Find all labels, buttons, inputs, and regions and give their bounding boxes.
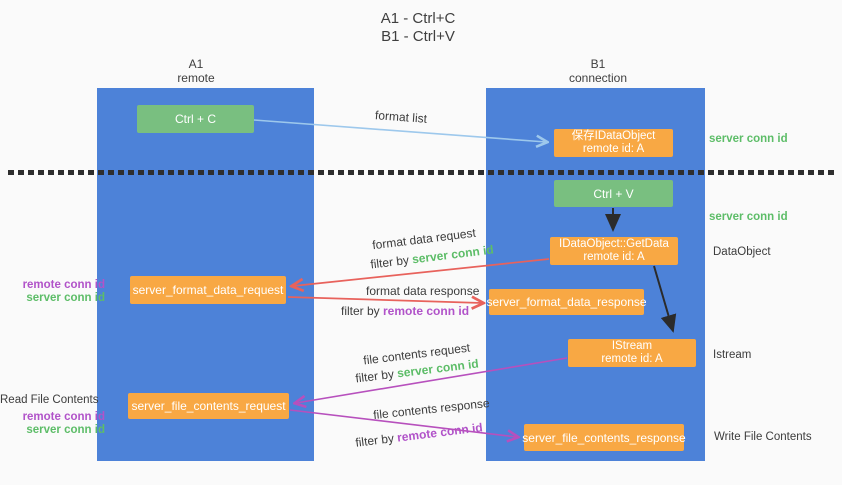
filter-by-remote-conn-id-2: filter by remote conn id xyxy=(355,420,484,449)
file-contents-response-label: file contents response xyxy=(372,395,491,423)
left-server-conn-id-1: server conn id xyxy=(26,292,105,304)
left-remote-conn-id-2: remote conn id xyxy=(22,411,105,423)
filter2-id: remote conn id xyxy=(383,304,470,318)
machine-boundary-dotted-line xyxy=(8,170,838,175)
istream-side-label: Istream xyxy=(713,349,752,361)
ctrl-v-label: Ctrl + V xyxy=(593,186,634,201)
istream-line2: remote id: A xyxy=(601,353,663,365)
save-idataobject-line2: remote id: A xyxy=(582,143,645,155)
save-idataobject-line1: 保存IDataObject xyxy=(571,129,656,142)
right-server-conn-id-mid: server conn id xyxy=(709,211,788,223)
server-format-data-request-label: server_format_data_request xyxy=(132,283,284,297)
filter-by-remote-conn-id-1: filter by remote conn id xyxy=(341,304,469,318)
read-file-contents-label: Read File Contents xyxy=(0,394,99,406)
server-file-contents-response-box: server_file_contents_response xyxy=(522,424,686,451)
ctrl-v-box: Ctrl + V xyxy=(554,180,673,207)
title-line-1: A1 - Ctrl+C xyxy=(380,10,456,27)
istream-box: IStream remote id: A xyxy=(568,339,696,367)
lane-header-a1: A1 remote xyxy=(136,57,256,85)
ctrl-c-box: Ctrl + C xyxy=(137,105,254,133)
title-line-2: B1 - Ctrl+V xyxy=(381,28,455,45)
left-remote-conn-id-1: remote conn id xyxy=(22,279,105,291)
server-file-contents-request-box: server_file_contents_request xyxy=(128,393,289,419)
lane-a1-name: A1 xyxy=(188,57,204,71)
server-file-contents-request-label: server_file_contents_request xyxy=(131,399,286,413)
format-list-label: format list xyxy=(374,108,428,126)
format-data-response-label: format data response xyxy=(366,284,480,298)
left-server-conn-id-2: server conn id xyxy=(26,424,105,436)
filter1-prefix: filter by xyxy=(369,252,414,272)
dataobject-label: DataObject xyxy=(713,246,771,258)
filter4-id: remote conn id xyxy=(396,420,484,445)
write-file-contents-label: Write File Contents xyxy=(714,431,812,443)
right-server-conn-id-top: server conn id xyxy=(709,133,788,145)
lane-header-b1: B1 connection xyxy=(538,57,658,85)
filter4-prefix: filter by xyxy=(354,430,399,450)
lane-b1-name: B1 xyxy=(590,57,606,71)
lane-b1-role: connection xyxy=(568,71,628,85)
istream-line1: IStream xyxy=(611,339,653,352)
server-file-contents-response-label: server_file_contents_response xyxy=(522,430,686,445)
save-idataobject-box: 保存IDataObject remote id: A xyxy=(554,129,673,157)
filter3-prefix: filter by xyxy=(354,366,399,386)
getdata-line2: remote id: A xyxy=(583,251,645,263)
lane-a1-role: remote xyxy=(177,71,215,85)
filter2-prefix: filter by xyxy=(341,304,384,318)
server-format-data-response-box: server_format_data_response xyxy=(486,289,647,315)
getdata-line1: IDataObject::GetData xyxy=(559,237,669,250)
idataobject-getdata-box: IDataObject::GetData remote id: A xyxy=(550,237,678,265)
server-format-data-response-label: server_format_data_response xyxy=(486,295,647,309)
diagram-title: A1 - Ctrl+C B1 - Ctrl+V xyxy=(338,10,498,46)
server-format-data-request-box: server_format_data_request xyxy=(130,276,286,304)
ctrl-c-label: Ctrl + C xyxy=(174,112,216,126)
